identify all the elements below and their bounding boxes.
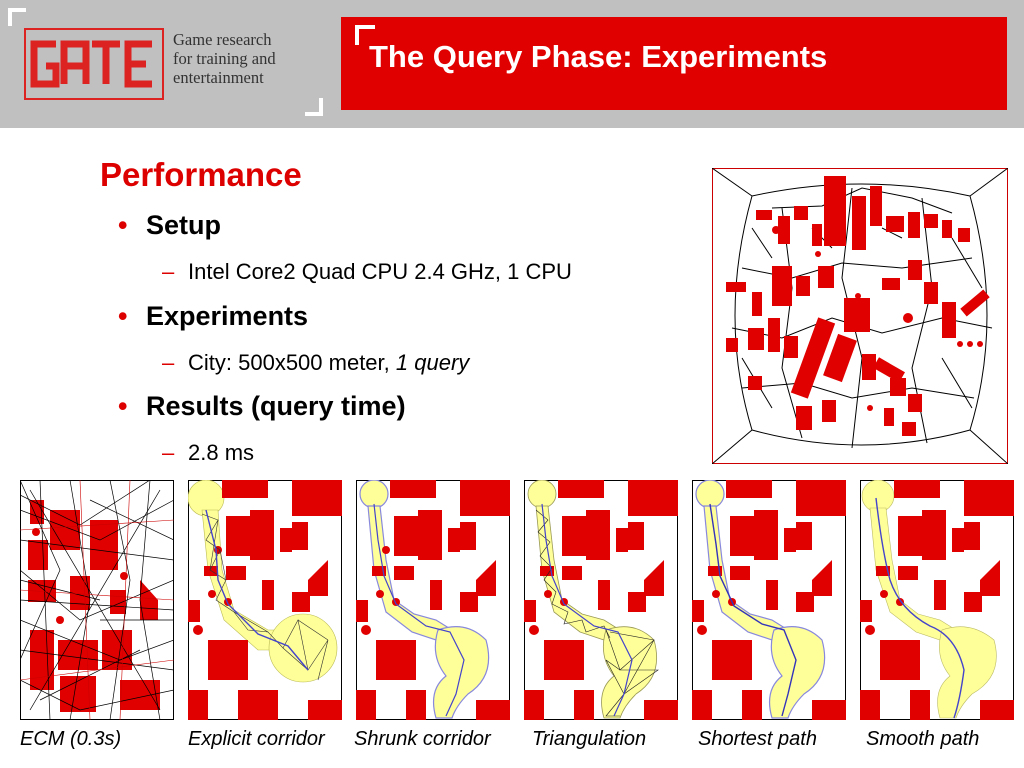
shrunk-corridor-panel-image: [356, 480, 510, 720]
slide-title: The Query Phase: Experiments: [369, 39, 828, 74]
bullet-results: • Results (query time): [118, 391, 406, 422]
sub-bullet-city: –City: 500x500 meter, 1 query: [162, 350, 469, 376]
gate-logo-mark-icon: [24, 28, 164, 100]
bullet-icon: •: [118, 301, 128, 331]
sub-bullet-text: City: 500x500 meter,: [188, 350, 396, 375]
sub-bullet-text: 2.8 ms: [188, 440, 255, 465]
bullet-label: Results (query time): [146, 391, 406, 421]
slide-header: Game research for training and entertain…: [0, 0, 1024, 128]
section-title: Performance: [100, 156, 302, 193]
sub-bullet-cpu: –Intel Core2 Quad CPU 2.4 GHz, 1 CPU: [162, 259, 572, 285]
sub-bullet-text: Intel Core2 Quad CPU 2.4 GHz, 1 CPU: [188, 259, 572, 284]
dash-icon: –: [162, 350, 175, 375]
title-bracket-icon: [355, 25, 375, 45]
smooth-path-panel-image: [860, 480, 1014, 720]
caption-smooth-path: Smooth path: [866, 728, 980, 750]
logo-tagline-line: entertainment: [173, 68, 264, 87]
caption-ecm: ECM (0.3s): [20, 728, 122, 750]
corner-bracket-icon: [305, 98, 323, 116]
shortest-path-panel-image: [692, 480, 846, 720]
logo-tagline-line: Game research: [173, 30, 272, 49]
bullet-experiments: • Experiments: [118, 301, 308, 332]
bullet-icon: •: [118, 391, 128, 421]
caption-shortest-path: Shortest path: [698, 728, 817, 750]
ecm-panel-image: [20, 480, 174, 720]
bullet-icon: •: [118, 210, 128, 240]
bullet-label: Experiments: [146, 301, 309, 331]
logo-tagline: Game research for training and entertain…: [173, 30, 323, 87]
sub-bullet-italic: 1 query: [395, 350, 470, 375]
caption-explicit-corridor: Explicit corridor: [188, 728, 325, 750]
sub-bullet-time: –2.8 ms: [162, 440, 254, 466]
bullet-setup: • Setup: [118, 210, 221, 241]
dash-icon: –: [162, 259, 175, 284]
title-bar: The Query Phase: Experiments: [341, 17, 1007, 110]
city-map-image: [712, 168, 1008, 464]
gate-logo: Game research for training and entertain…: [8, 8, 323, 116]
triangulation-panel-image: [524, 480, 678, 720]
bullet-label: Setup: [146, 210, 222, 240]
logo-tagline-line: for training and: [173, 49, 276, 68]
explicit-corridor-panel-image: [188, 480, 342, 720]
corner-bracket-icon: [8, 8, 26, 26]
caption-shrunk-corridor: Shrunk corridor: [354, 728, 491, 750]
caption-triangulation: Triangulation: [532, 728, 647, 750]
dash-icon: –: [162, 440, 175, 465]
